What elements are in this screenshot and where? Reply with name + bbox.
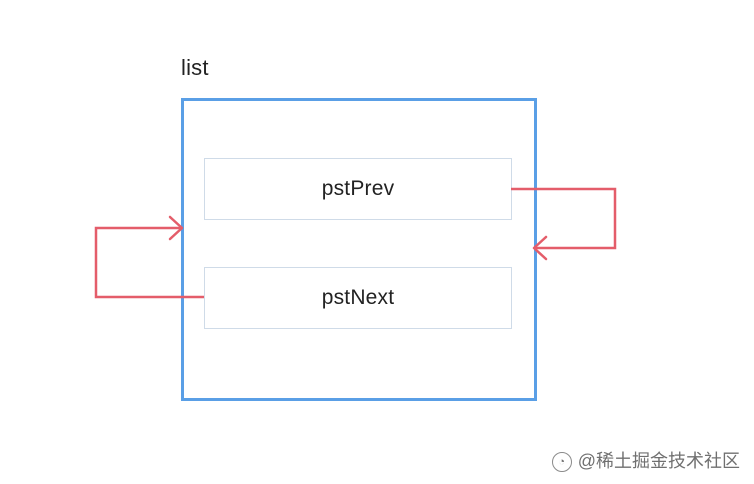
watermark: ◔ @稀土掘金技术社区 (551, 450, 740, 472)
list-container (181, 98, 537, 401)
pstprev-label: pstPrev (321, 177, 395, 200)
watermark-text: @稀土掘金技术社区 (577, 451, 740, 471)
pstprev-field: pstPrev (204, 158, 512, 220)
community-icon: ◔ (551, 452, 572, 472)
pstnext-field: pstNext (204, 267, 512, 329)
pstnext-label: pstNext (321, 286, 395, 309)
list-title: list (181, 55, 209, 80)
